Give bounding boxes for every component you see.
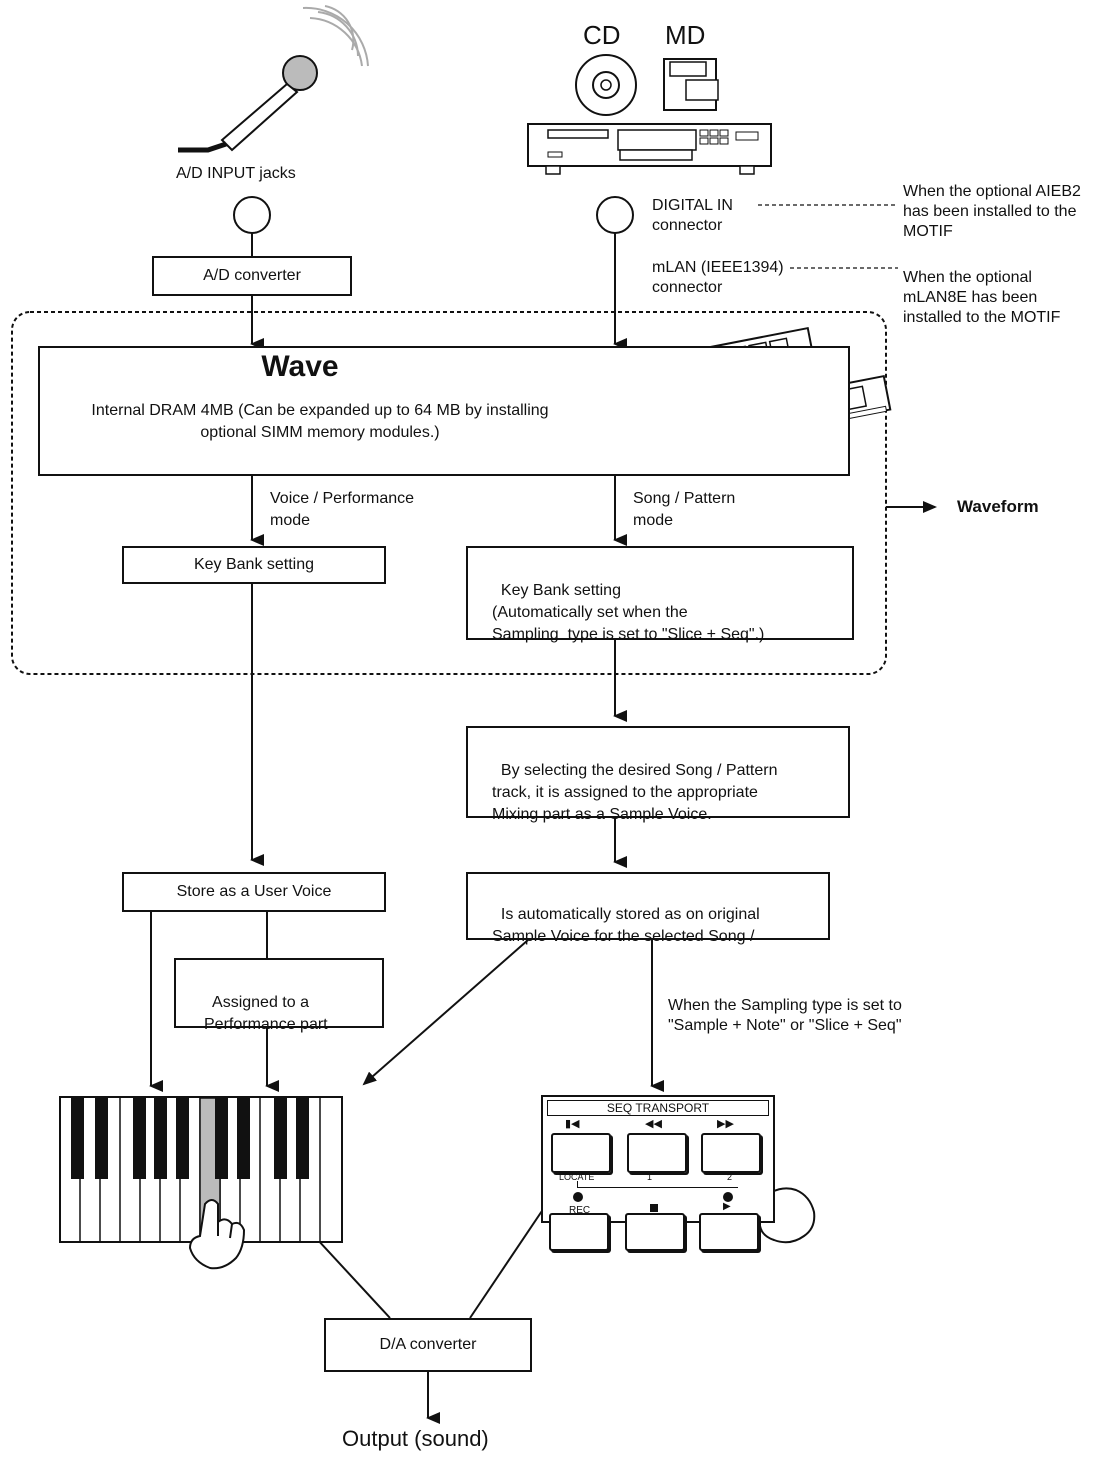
ad-input-label: A/D INPUT jacks — [176, 165, 296, 182]
md-label: MD — [665, 20, 706, 50]
stop-button[interactable] — [625, 1213, 685, 1251]
key-bank-left-box: Key Bank setting — [122, 546, 386, 584]
voice-perf-mode-label: Voice / Performance mode — [270, 490, 415, 529]
locate-1-label: 1 — [647, 1172, 653, 1182]
locate-button[interactable] — [551, 1133, 611, 1173]
locate-bracket — [577, 1181, 738, 1188]
digital-in-jack — [596, 196, 634, 234]
rewind-button[interactable] — [627, 1133, 687, 1173]
fast-forward-icon: ▶▶ — [717, 1118, 734, 1130]
rec-button[interactable] — [549, 1213, 609, 1251]
da-converter-label: D/A converter — [379, 1336, 477, 1353]
cd-icon — [575, 54, 637, 116]
wave-description: Internal DRAM 4MB (Can be expanded up to… — [91, 402, 549, 441]
play-icon: ▶ — [723, 1201, 731, 1212]
assigned-perf-label: Assigned to a Performance part — [204, 994, 328, 1033]
da-converter-box: D/A converter — [324, 1318, 532, 1372]
auto-store-box: Is automatically stored as on original S… — [466, 872, 830, 945]
seq-transport-title: SEQ TRANSPORT — [547, 1100, 769, 1116]
ad-converter-label: A/D converter — [203, 267, 301, 284]
cd-label: CD — [583, 20, 621, 50]
rec-label: REC — [569, 1205, 591, 1216]
md-icon — [663, 58, 719, 111]
digital-in-label: DIGITAL IN connector — [652, 197, 733, 234]
store-user-voice-label: Store as a User Voice — [176, 883, 332, 900]
locate-2-label: 2 — [727, 1172, 733, 1182]
auto-store-label: Is automatically stored as on original S… — [492, 906, 760, 945]
waveform-region — [11, 311, 887, 675]
key-bank-right-label: Key Bank setting (Automatically set when… — [492, 582, 765, 643]
note-aieb2: When the optional AIEB2 has been install… — [903, 183, 1081, 240]
top-icon: ▮◀ — [565, 1118, 580, 1130]
ad-converter-box: A/D converter — [152, 256, 352, 296]
pointing-hand-icon — [188, 1199, 246, 1270]
wave-title: Wave — [261, 350, 339, 383]
rec-indicator-icon — [573, 1192, 583, 1202]
assigned-perf-box: Assigned to a Performance part — [174, 958, 384, 1033]
assign-track-label: By selecting the desired Song / Pattern … — [492, 762, 778, 823]
play-button[interactable] — [699, 1213, 759, 1251]
play-indicator-icon — [723, 1192, 733, 1202]
keyboard-icon — [59, 1096, 343, 1243]
rewind-icon: ◀◀ — [645, 1118, 662, 1130]
store-user-voice-box: Store as a User Voice — [122, 872, 386, 912]
microphone-icon — [178, 5, 369, 153]
sampling-note: When the Sampling type is set to "Sample… — [668, 997, 902, 1034]
note-mlan8e: When the optional mLAN8E has been instal… — [903, 269, 1061, 326]
locate-label: LOCATE — [559, 1172, 595, 1182]
fast-forward-button[interactable] — [701, 1133, 761, 1173]
assign-track-box: By selecting the desired Song / Pattern … — [466, 726, 850, 823]
key-bank-left-label: Key Bank setting — [193, 556, 315, 573]
seq-transport-panel: SEQ TRANSPORT ▮◀ ◀◀ ▶▶ LOCATE 1 2 REC ▶ — [541, 1095, 775, 1223]
wave-box: Wave Internal DRAM 4MB (Can be expanded … — [38, 346, 850, 476]
stop-icon — [650, 1204, 658, 1212]
ad-input-jack — [233, 196, 271, 234]
cd-player-icon — [527, 123, 772, 175]
song-pattern-mode-label: Song / Pattern mode — [633, 490, 736, 529]
key-bank-right-box: Key Bank setting (Automatically set when… — [466, 546, 854, 643]
output-label: Output (sound) — [342, 1426, 489, 1451]
waveform-label: Waveform — [957, 497, 1039, 516]
mlan-label: mLAN (IEEE1394) connector — [652, 259, 784, 296]
